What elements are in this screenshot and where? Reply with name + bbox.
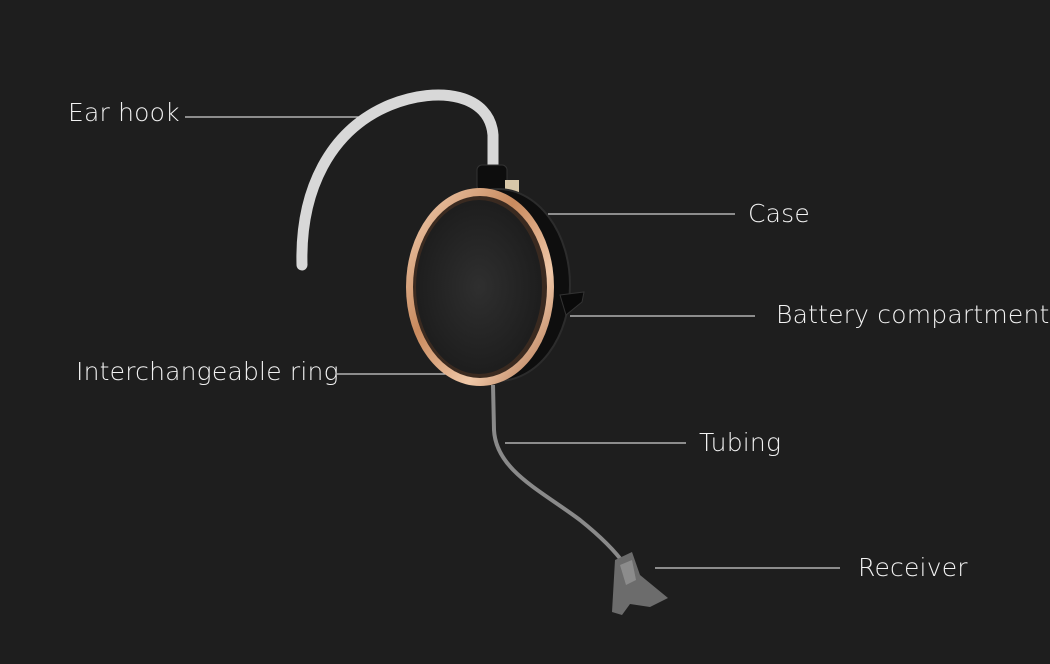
label-ear-hook: Ear hook bbox=[68, 98, 180, 127]
battery-compartment bbox=[559, 291, 585, 316]
leader-lines bbox=[185, 116, 840, 569]
label-battery-compartment: Battery compartment bbox=[776, 300, 1050, 329]
ear-hook bbox=[296, 89, 499, 271]
receiver bbox=[612, 552, 668, 615]
tubing bbox=[491, 384, 627, 567]
label-case: Case bbox=[748, 199, 810, 228]
label-interchangeable-ring: Interchangeable ring bbox=[76, 357, 339, 386]
label-receiver: Receiver bbox=[858, 553, 968, 582]
case-face bbox=[416, 200, 542, 374]
label-tubing: Tubing bbox=[699, 428, 782, 457]
hook-connector bbox=[476, 164, 508, 192]
